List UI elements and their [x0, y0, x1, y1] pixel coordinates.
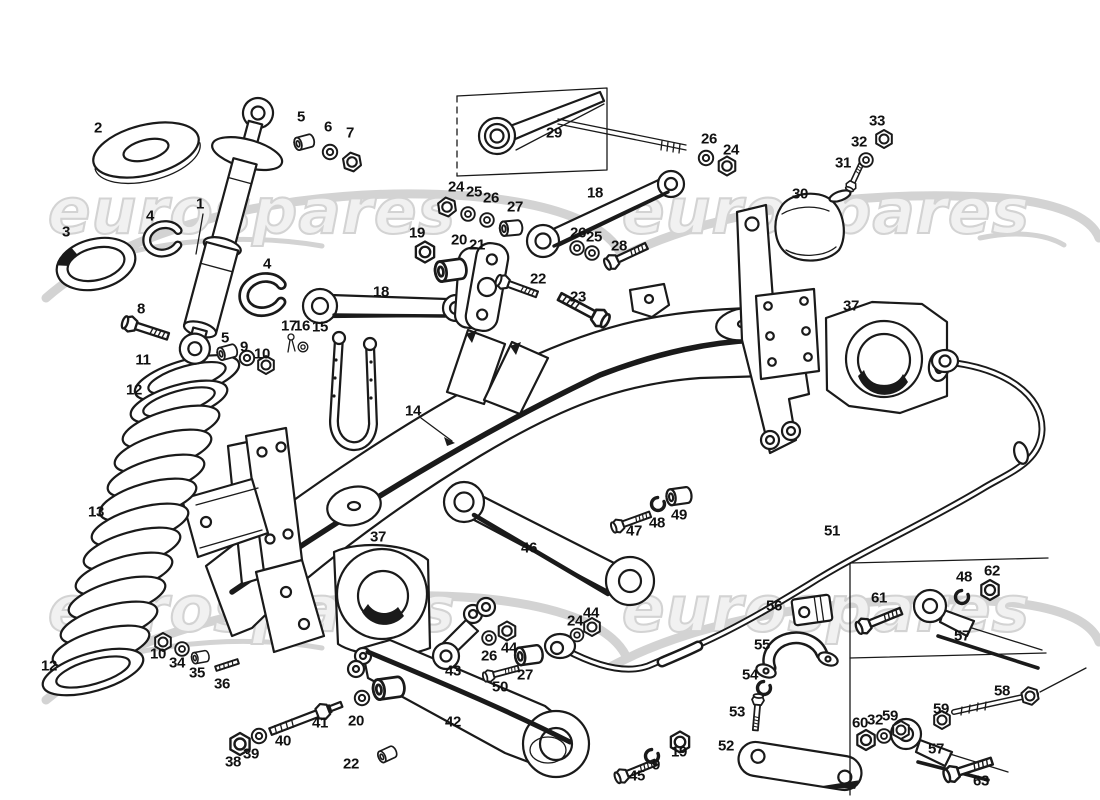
inset-box-57	[849, 557, 1049, 796]
tie-rod-end-upper-drawing	[912, 588, 1043, 670]
link-43-drawing	[431, 596, 497, 671]
rubber-buffer-4a-drawing	[142, 220, 183, 258]
right-hub-bracket-drawing	[735, 203, 821, 455]
fasteners-clamp	[748, 679, 773, 732]
bar-clamp-55-drawing	[755, 631, 839, 679]
bar-bushing-56-drawing	[790, 593, 834, 627]
cotter-pin-17-drawing	[287, 333, 296, 353]
fasteners-arm42	[611, 730, 691, 787]
leader-lines	[195, 213, 455, 446]
fasteners-arm46	[608, 485, 694, 536]
shock-absorber-drawing	[178, 96, 284, 365]
link-52-drawing	[737, 740, 863, 792]
bump-stop-30-drawing	[774, 192, 845, 262]
stud-31-drawing	[828, 158, 868, 203]
washer-disc-2-drawing	[92, 121, 201, 184]
lower-arm-42-drawing	[346, 638, 591, 779]
left-bracket-cluster-drawing	[180, 426, 326, 654]
lower-arm-46-drawing	[442, 480, 656, 607]
fasteners-lower-left	[154, 632, 408, 765]
threaded-rod-58-drawing	[951, 667, 1087, 716]
rubber-buffer-4b-drawing	[238, 272, 287, 318]
bracket-37-right-drawing	[824, 300, 951, 415]
coil-spring-drawing	[41, 354, 241, 697]
bracket-37-left-drawing	[332, 543, 432, 657]
rod-29-drawing	[477, 90, 606, 156]
trailing-arm-18-right-drawing	[525, 169, 686, 259]
fasteners-link43	[480, 617, 601, 685]
long-bolt-40-drawing	[268, 700, 344, 736]
trailing-arm-18-left-drawing	[301, 287, 471, 325]
spring-cup-3-drawing	[55, 236, 137, 292]
sway-bar-drawing	[543, 348, 1046, 673]
long-bolt-18r-drawing	[557, 118, 687, 154]
u-bolt-drawing	[328, 330, 378, 452]
